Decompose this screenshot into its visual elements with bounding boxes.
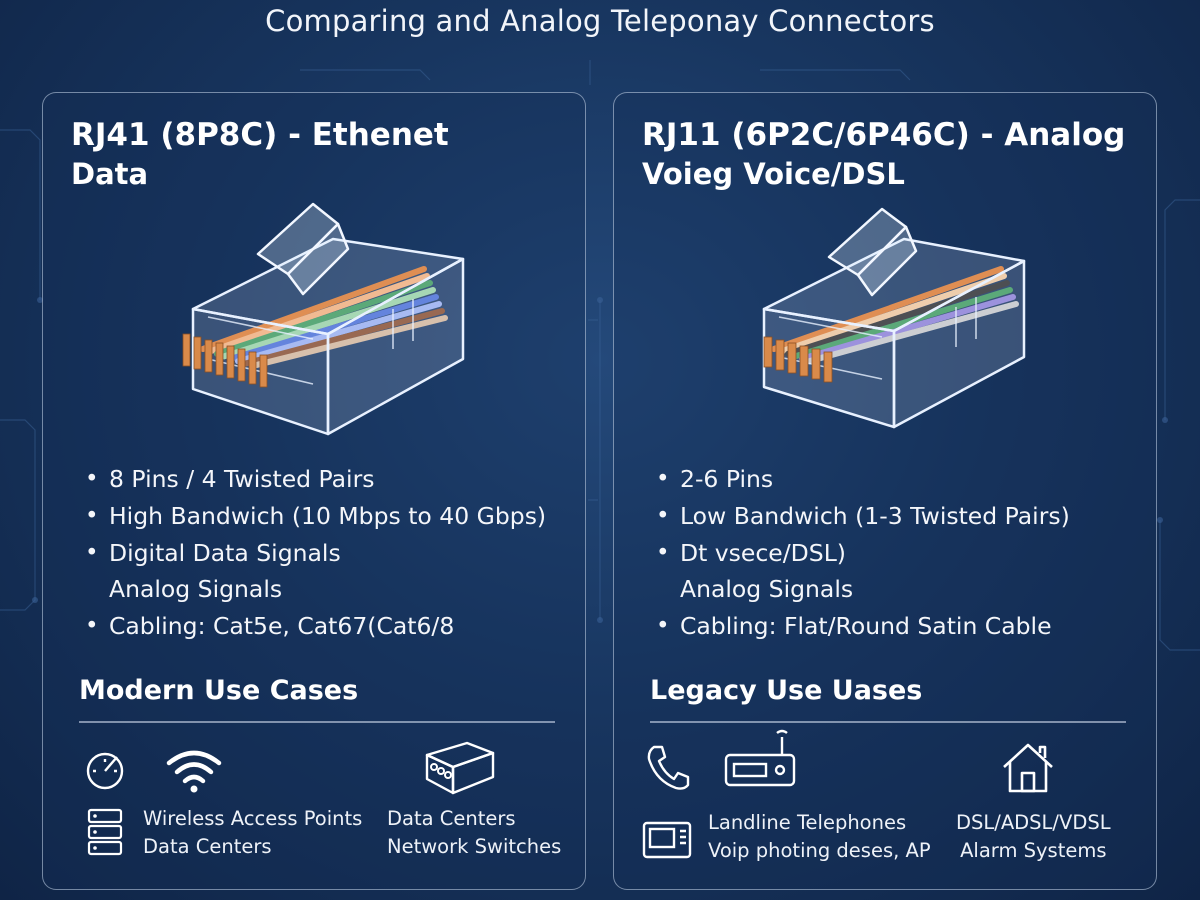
wire [228, 294, 439, 362]
rj11-connector-icon [762, 207, 1026, 429]
feature-item: Analog Signals [680, 575, 854, 604]
feature-item: •Dt vsece/DSL) [656, 538, 846, 567]
wire [242, 308, 445, 367]
fax-machine-icon [642, 821, 692, 859]
wire [799, 294, 1016, 362]
wire [214, 280, 433, 357]
feature-item: •Cabling: Flat/Round Satin Cable [656, 612, 1052, 641]
wire [785, 280, 1010, 357]
rj45-connector-icon [182, 202, 465, 436]
wifi-icon [166, 750, 222, 793]
wire [235, 301, 442, 365]
panel-title: RJ11 (6P2C/6P46C) - Analog [642, 117, 1126, 153]
feature-item: •2-6 Pins [656, 465, 774, 493]
feature-item: •High Bandwich (10 Mbps to 40 Gbps) [85, 501, 547, 530]
rj45-panel: RJ41 (8P8C) - Ethenet Data •8 Pins / 4 T… [42, 92, 586, 890]
wire [207, 273, 430, 355]
dsl-modem-icon [724, 729, 796, 787]
wire [778, 273, 1007, 355]
feature-item: •Low Bandwich (1-3 Twisted Pairs) [656, 501, 1070, 530]
divider [650, 721, 1126, 723]
wire [221, 287, 436, 360]
rj11-panel: RJ11 (6P2C/6P46C) - Analog Voieg Voice/D… [613, 92, 1157, 890]
feature-list: •8 Pins / 4 Twisted Pairs •High Bandwich… [81, 461, 571, 645]
speed-gauge-icon [86, 752, 124, 790]
panel-subtitle: Data [71, 157, 149, 191]
feature-list: •2-6 Pins •Low Bandwich (1-3 Twisted Pai… [652, 461, 1142, 645]
panel-subtitle: Voieg Voice/DSL [642, 157, 905, 191]
feature-item: •Cabling: Cat5e, Cat67(Cat6/8 [85, 612, 455, 641]
divider [79, 721, 555, 723]
wire [200, 266, 427, 352]
uses-title: Legacy Use Uases [650, 675, 923, 706]
server-rack-icon [87, 808, 123, 856]
home-icon [1003, 743, 1053, 793]
telephone-icon [647, 745, 690, 790]
uses-title: Modern Use Cases [79, 675, 359, 706]
page-title: Comparing and Analog Teleponay Connector… [265, 4, 935, 38]
wire [806, 301, 1019, 365]
panel-title: RJ41 (8P8C) - Ethenet [71, 117, 449, 153]
wire [771, 266, 1004, 352]
feature-item: Analog Signals [109, 575, 283, 604]
feature-item: •Digital Data Signals [85, 538, 341, 567]
network-switch-icon [425, 741, 495, 795]
wire [792, 287, 1013, 360]
feature-item: •8 Pins / 4 Twisted Pairs [85, 465, 375, 493]
